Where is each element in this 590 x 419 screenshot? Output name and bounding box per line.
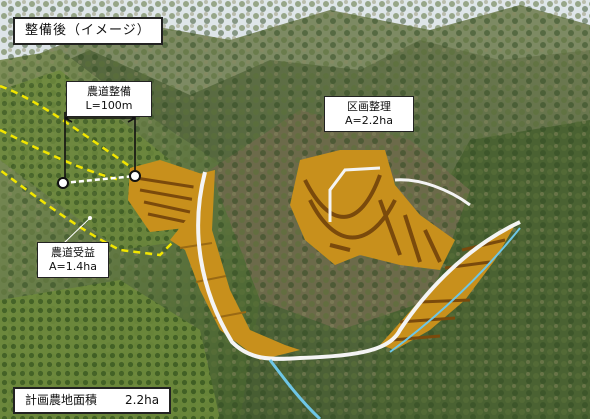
farm-road-label-text: 農道整備 [87,85,131,98]
plot-terrace-stripes [303,174,442,263]
road-benefit-label: 農道受益 A=1.4ha [37,242,109,278]
road-benefit-label-text: 農道受益 [51,246,95,259]
image-title-label: 整備後（イメージ） [13,17,163,46]
planned-farmland-area-label: 計画農地面積 2.2ha [13,387,172,414]
right-terrace-stripes [391,238,506,342]
main-farm-road [196,171,521,361]
plot-arrangement-area-value: A=2.2ha [345,113,393,127]
farm-road-length: L=100m [85,98,133,112]
upper-road [394,178,471,207]
valley-farmland [170,170,300,360]
road-end-marker [129,170,141,182]
plot-access-road [328,166,381,222]
planned-farmland-label-text: 計画農地面積 [25,393,98,407]
plot-arrangement-label: 区画整理 A=2.2ha [324,96,414,132]
road-benefit-boundary-inner [0,128,121,182]
benefit-leader-dot [88,216,92,220]
road-start-marker [57,177,69,189]
road-benefit-area: A=1.4ha [49,259,97,273]
benefit-leader-line [63,217,91,244]
farm-road-line [62,174,136,185]
farm-road-label: 農道整備 L=100m [66,81,152,117]
right-terrace [380,225,515,350]
planned-farmland-area-value: 2.2ha [125,393,160,407]
road-length-dimension [64,112,136,178]
upper-terrace-stripes [135,176,201,224]
plot-arrangement-label-text: 区画整理 [347,100,391,113]
stream [268,359,322,419]
road-benefit-boundary [0,84,192,257]
lower-orchard [0,280,220,419]
stream-branch [389,227,521,353]
